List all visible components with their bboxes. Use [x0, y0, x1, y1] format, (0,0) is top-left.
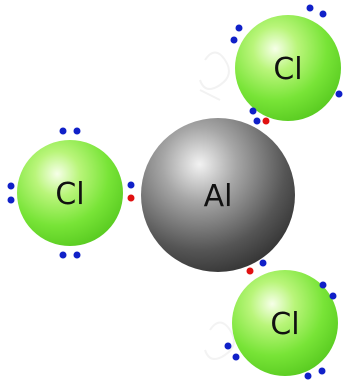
electron: [319, 281, 327, 289]
electron: [224, 342, 232, 350]
electron: [127, 181, 135, 189]
lone-pair-electrons-top-right: [230, 4, 343, 125]
electron: [319, 10, 327, 18]
electron: [335, 90, 343, 98]
electron: [7, 182, 15, 190]
electron: [318, 367, 326, 375]
bonding-electron-top-right: [262, 117, 270, 125]
bonding-electrons: [127, 117, 270, 275]
electron: [230, 36, 238, 44]
chlorine-atom-bottom-right: Cl: [224, 259, 338, 380]
electron: [73, 251, 81, 259]
chlorine-atom-left: Cl: [7, 127, 135, 259]
aluminium-sphere: [141, 118, 295, 272]
aluminium-symbol: Al: [204, 179, 233, 214]
chlorine-atom-top-right: Cl: [230, 4, 343, 125]
electron: [306, 4, 314, 12]
electron: [73, 127, 81, 135]
electron: [59, 127, 67, 135]
bonding-electron-left: [127, 194, 135, 202]
bonding-electron-bottom-right: [246, 267, 254, 275]
chlorine-sphere-left: [17, 140, 123, 246]
aluminium-atom: Al: [141, 118, 295, 272]
electron: [249, 107, 257, 115]
chlorine-sphere-bottom-right: [232, 270, 338, 376]
electron: [253, 117, 261, 125]
lone-pair-electrons-left: [7, 127, 135, 259]
lone-pair-electrons-bottom-right: [224, 259, 337, 380]
electron: [304, 372, 312, 380]
watermark: [199, 51, 235, 360]
chlorine-symbol-left: Cl: [55, 177, 84, 212]
electron: [232, 353, 240, 361]
electron: [7, 196, 15, 204]
chlorine-sphere-top-right: [235, 15, 341, 121]
electron: [329, 292, 337, 300]
chlorine-symbol-top-right: Cl: [273, 52, 302, 87]
chlorine-symbol-bottom-right: Cl: [270, 307, 299, 342]
electron: [59, 251, 67, 259]
electron: [259, 259, 267, 267]
electron: [235, 24, 243, 32]
